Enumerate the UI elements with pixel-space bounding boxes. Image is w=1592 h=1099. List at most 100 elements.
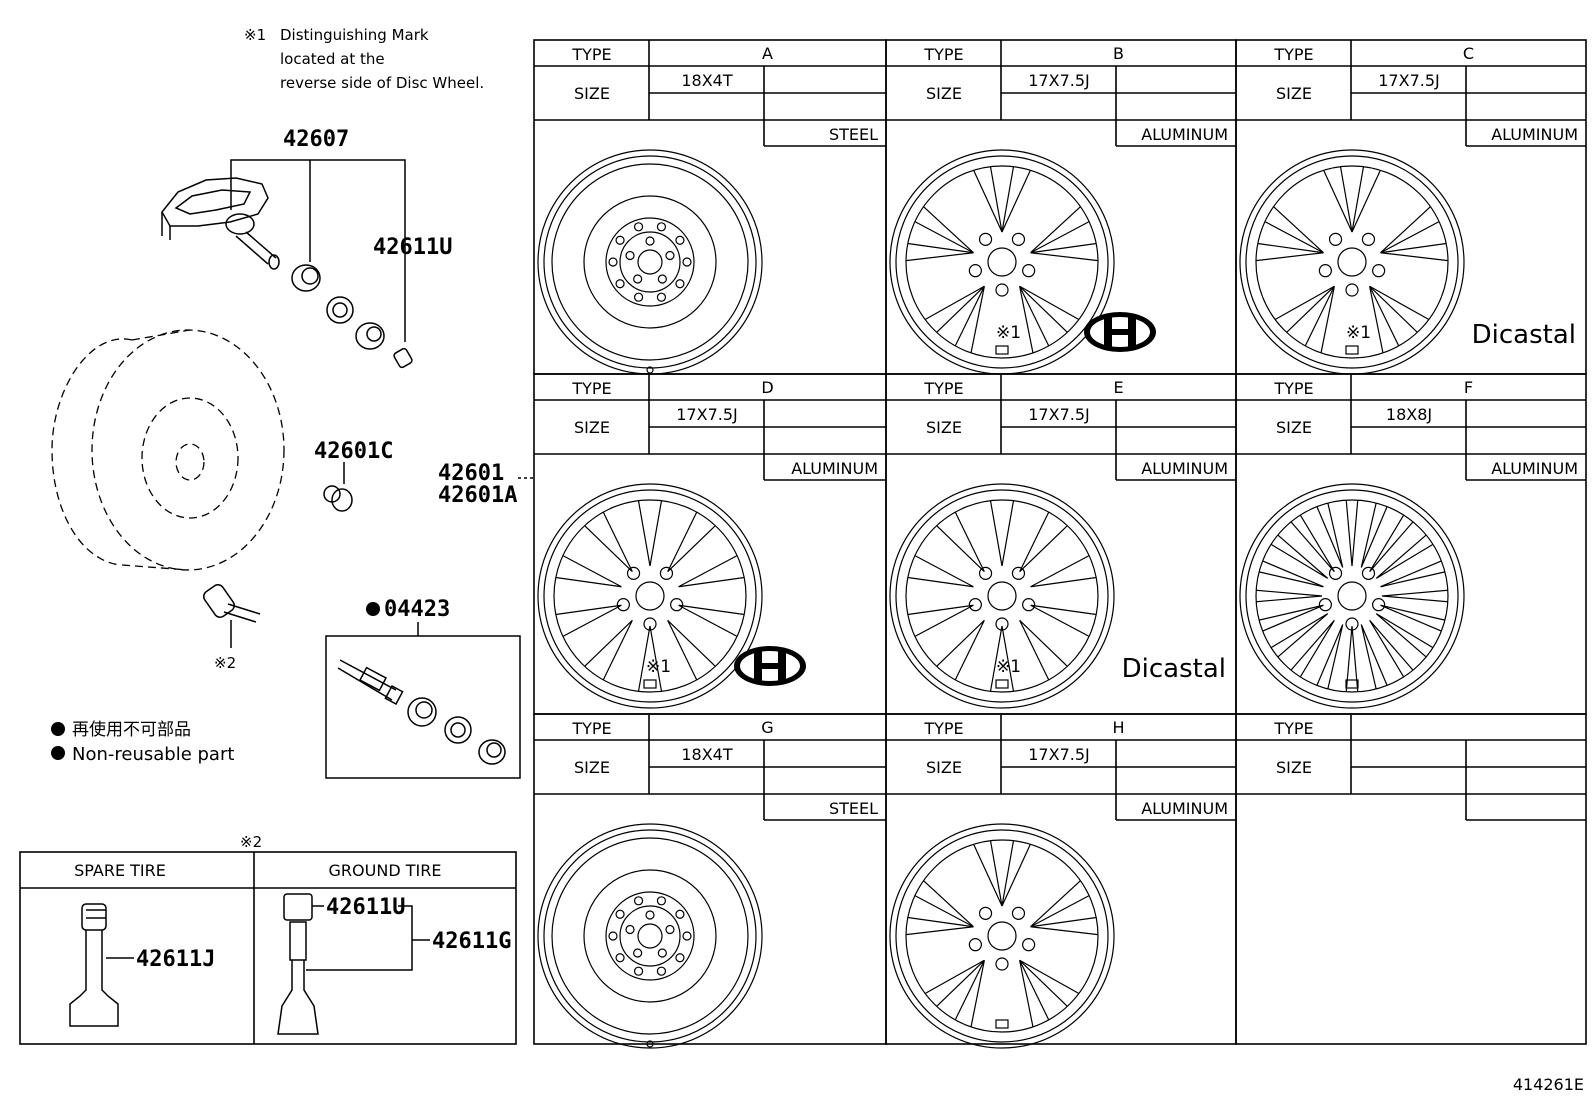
- size-value: 18X4T: [681, 71, 733, 90]
- wheel-lug-hole: [1318, 598, 1332, 612]
- part-number-42601A: 42601A: [438, 483, 517, 508]
- wheel-spoke: [1380, 604, 1446, 632]
- wheel-valve-hole: [995, 345, 1009, 355]
- wheel-hub-ring: [605, 891, 695, 981]
- part-number-42601C: 42601C: [314, 439, 393, 464]
- wheel-vent-hole: [633, 292, 644, 302]
- wheel-spoke: [1030, 895, 1097, 928]
- part-number-42611U: 42611U: [373, 235, 452, 260]
- wheel-rim: [889, 483, 1115, 709]
- wheel-rim-inner: [1245, 155, 1459, 369]
- wheel-spoke: [907, 895, 974, 928]
- material-value: ALUMINUM: [1491, 459, 1578, 478]
- type-label: TYPE: [923, 719, 963, 738]
- wheel-lug-hole: [978, 566, 993, 580]
- wheel-spoke: [1339, 166, 1365, 233]
- wheel-spoke: [555, 604, 622, 637]
- wheel-spoke: [584, 619, 633, 681]
- grommet-icon: [291, 264, 321, 292]
- size-label: SIZE: [574, 84, 610, 103]
- wheel-lug-hole: [1011, 232, 1026, 246]
- wheel-spoke-edge: [1369, 285, 1430, 353]
- distinguishing-mark: ※1: [996, 657, 1021, 677]
- wheel-valve-hole: [995, 1019, 1009, 1029]
- wheel-spoke: [1380, 560, 1446, 588]
- wheel-vent-hole: [682, 931, 692, 941]
- wheel-spoke-edge: [973, 170, 1031, 233]
- wheel-rim-edge: [905, 165, 1099, 359]
- wheel-lug-hole: [1328, 232, 1343, 246]
- legend: 再使用不可部品 Non-reusable part: [51, 719, 234, 765]
- logo-bar: [762, 663, 778, 669]
- type-label: TYPE: [571, 379, 611, 398]
- wheel-disc: [551, 163, 749, 361]
- wheel-center-bore: [987, 247, 1017, 277]
- wheel-lug-hole: [645, 236, 655, 246]
- valve-stem-part: ※2: [202, 584, 261, 672]
- ground-tire-header: GROUND TIRE: [329, 861, 442, 880]
- wheel-spoke: [1381, 589, 1448, 603]
- wheel-spoke-edge: [924, 285, 985, 353]
- type-value: F: [1464, 378, 1473, 397]
- wheel-lug-hole: [995, 957, 1009, 971]
- wheel-rim: [537, 823, 763, 1049]
- spare-tire-header: SPARE TIRE: [74, 861, 166, 880]
- wheel-spoke: [1019, 959, 1068, 1021]
- wheel-lug-hole: [1011, 906, 1026, 920]
- material-value: STEEL: [829, 125, 878, 144]
- wheel-spoke-edge: [973, 844, 1031, 907]
- material-value: ALUMINUM: [1141, 459, 1228, 478]
- lug-nut-icon: [323, 485, 353, 512]
- size-label: SIZE: [574, 418, 610, 437]
- wheel-spoke: [1030, 221, 1097, 254]
- kit-grommet-icon: [407, 697, 437, 727]
- wheel-rim: [537, 149, 763, 375]
- note-line-3: reverse side of Disc Wheel.: [280, 74, 484, 92]
- distinguishing-mark: ※1: [1346, 323, 1371, 343]
- size-value: 17X7.5J: [1028, 71, 1089, 90]
- wheel-spoke: [1270, 534, 1329, 579]
- wheel-spoke: [637, 625, 663, 692]
- wheel-spoke: [1369, 619, 1414, 678]
- wheel-spoke10-icon: [889, 483, 1115, 709]
- wheel-lug-hole: [1318, 264, 1332, 278]
- wheel-spoke-edge: [1019, 959, 1080, 1027]
- size-label: SIZE: [1276, 84, 1312, 103]
- wheel-spoke-edge: [1255, 206, 1324, 262]
- wheel-rim: [889, 823, 1115, 1049]
- wheel-spoke: [1360, 502, 1388, 568]
- wheel-center-bore: [635, 581, 665, 611]
- part-number-42607: 42607: [283, 127, 349, 152]
- part-number-42601: 42601: [438, 461, 504, 486]
- wheel-rim-inner: [543, 155, 757, 369]
- size-label: SIZE: [574, 758, 610, 777]
- wheel-rim-edge: [1255, 499, 1449, 693]
- wheel-spoke: [1369, 514, 1414, 573]
- wheel-rim-inner: [895, 155, 1109, 369]
- logo-bar: [1128, 317, 1136, 347]
- wheel-spoke: [907, 604, 974, 637]
- wheel-vent-hole: [656, 896, 667, 906]
- wheel-lug-hole: [995, 617, 1009, 631]
- wheel-rim-edge: [1255, 165, 1449, 359]
- wheel-rim: [1239, 483, 1465, 709]
- wheel-type-table: TYPESIZEA18X4TSTEELTYPESIZEB17X7.5JALUMI…: [533, 39, 1587, 1049]
- wheel-spoke: [637, 500, 663, 567]
- wheel-spoke: [1345, 500, 1359, 567]
- kit-box: [325, 635, 521, 779]
- wheel-lug-hole: [657, 948, 667, 958]
- wheel-lug-hole: [968, 938, 982, 952]
- wheel-lug-hole: [665, 250, 675, 261]
- wheel-rim-edge: [553, 499, 747, 693]
- wheel-center-bore: [637, 249, 663, 275]
- wheel-spoke: [1019, 511, 1068, 573]
- note-line-2: located at the: [280, 50, 385, 68]
- non-reusable-dot-icon: [366, 602, 380, 616]
- wheel-spoke: [667, 511, 716, 573]
- wheel-lug-hole: [659, 566, 674, 580]
- wheel-center-bore: [987, 921, 1017, 951]
- type-value: B: [1113, 44, 1124, 63]
